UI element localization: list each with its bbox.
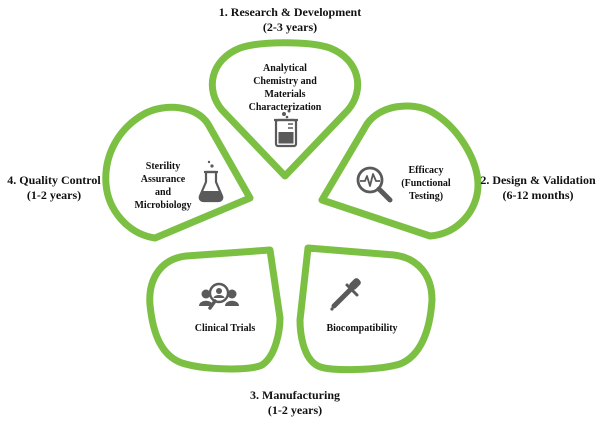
beaker-icon [274, 109, 298, 148]
stage-label-manufacturing: 3. Manufacturing (1-2 years) [210, 388, 380, 418]
stage-title: 4. Quality Control [7, 173, 101, 187]
stage-title: 2. Design & Validation [480, 173, 596, 187]
petal-line: Efficacy [408, 165, 444, 176]
petal-line: Analytical [263, 63, 307, 74]
magnifier-heartbeat-icon [356, 166, 393, 203]
dropper-icon [330, 278, 361, 311]
flask-icon [198, 160, 224, 203]
petal-line: (Functional [401, 178, 451, 189]
stage-duration: (1-2 years) [267, 403, 323, 417]
petal-line: and [154, 187, 172, 198]
petal-left [102, 103, 254, 242]
petal-text-clinical: Clinical Trials [180, 322, 270, 335]
petal-line: Microbiology [134, 200, 192, 211]
petal-line: Testing) [408, 191, 444, 202]
petal-text-efficacy: Efficacy (Functional Testing) [393, 164, 459, 203]
people-search-icon [199, 282, 239, 310]
petal-text-biocompatibility: Biocompatibility [312, 322, 412, 335]
petal-line: Characterization [248, 102, 322, 113]
petal-text-sterility: Sterility Assurance and Microbiology [128, 160, 198, 212]
petal-line: Clinical Trials [194, 323, 256, 334]
stage-label-quality: 4. Quality Control (1-2 years) [2, 173, 106, 203]
stage-duration: (2-3 years) [262, 20, 318, 34]
petal-line: Chemistry and [253, 76, 317, 87]
stage-label-research: 1. Research & Development (2-3 years) [195, 5, 385, 35]
stage-duration: (6-12 months) [502, 188, 574, 202]
petal-right [318, 102, 482, 240]
petal-line: Materials [264, 89, 306, 100]
stage-title: 3. Manufacturing [250, 388, 340, 402]
petal-bottom-right [296, 244, 436, 374]
petal-bottom-left [146, 246, 284, 373]
petal-text-analytical: Analytical Chemistry and Materials Chara… [235, 62, 335, 114]
petal-line: Sterility [145, 161, 181, 172]
petal-line: Assurance [140, 174, 186, 185]
stage-duration: (1-2 years) [26, 188, 82, 202]
petal-line: Biocompatibility [326, 323, 398, 334]
petal-top [208, 39, 362, 180]
stage-title: 1. Research & Development [218, 5, 362, 19]
stage-label-design: 2. Design & Validation (6-12 months) [476, 173, 600, 203]
